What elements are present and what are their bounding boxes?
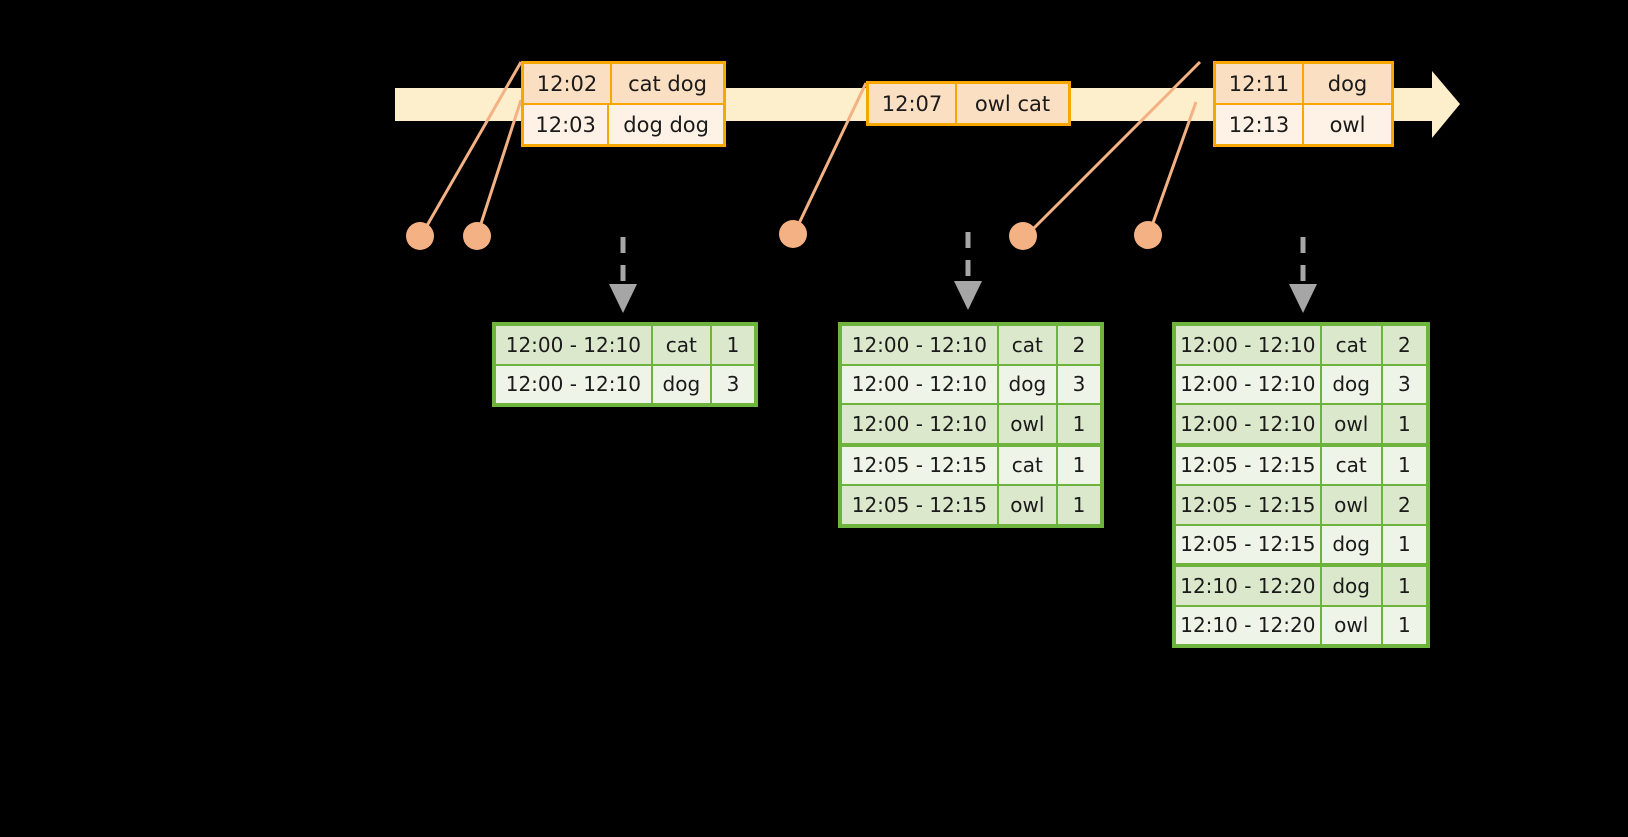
connector-12-13 bbox=[1146, 101, 1198, 238]
cell-key: cat bbox=[652, 326, 712, 364]
event-dots bbox=[406, 220, 1162, 250]
cell-count: 1 bbox=[1382, 525, 1426, 563]
table-row[interactable]: 12:00 - 12:10 owl 1 bbox=[1176, 405, 1426, 447]
emit-arrow-heads bbox=[609, 281, 1317, 313]
cell-window: 12:05 - 12:15 bbox=[842, 446, 999, 484]
event-time: 12:07 bbox=[869, 84, 957, 123]
cell-key: dog bbox=[1321, 365, 1383, 403]
marker-dot-12-11 bbox=[1009, 222, 1037, 250]
cell-count: 3 bbox=[1382, 365, 1426, 403]
emit-arrow-head-3 bbox=[1289, 284, 1317, 313]
table-row[interactable]: 12:00 - 12:10 dog 3 bbox=[842, 365, 1100, 405]
event-value: owl cat bbox=[957, 84, 1068, 123]
emit-arrow-head-2 bbox=[954, 281, 982, 310]
table-row[interactable]: 12:00 - 12:10 cat 2 bbox=[1176, 326, 1426, 366]
event-time: 12:13 bbox=[1216, 105, 1304, 144]
cell-key: cat bbox=[1321, 446, 1383, 484]
aggregation-table-1[interactable]: 12:00 - 12:10 cat 1 12:00 - 12:10 dog 3 bbox=[492, 322, 758, 407]
connector-12-07 bbox=[791, 82, 868, 237]
cell-window: 12:00 - 12:10 bbox=[1176, 405, 1322, 443]
emit-arrows bbox=[620, 232, 1306, 285]
marker-dot-12-07 bbox=[779, 220, 807, 248]
marker-dot-12-02 bbox=[406, 222, 434, 250]
table-row[interactable]: 12:10 - 12:20 owl 1 bbox=[1176, 606, 1426, 644]
event-value: dog dog bbox=[609, 105, 723, 144]
cell-key: owl bbox=[1321, 405, 1383, 443]
events-group-1[interactable]: 12:02 cat dog 12:03 dog dog bbox=[521, 61, 726, 147]
table-row[interactable]: 12:05 - 12:15 owl 2 bbox=[1176, 486, 1426, 526]
table-row[interactable]: 12:00 - 12:10 owl 1 bbox=[842, 405, 1100, 447]
cell-window: 12:05 - 12:15 bbox=[842, 486, 999, 524]
cell-window: 12:00 - 12:10 bbox=[1176, 365, 1322, 403]
events-group-2[interactable]: 12:07 owl cat bbox=[866, 81, 1071, 126]
table-row[interactable]: 12:00 - 12:10 dog 3 bbox=[496, 365, 754, 403]
cell-window: 12:10 - 12:20 bbox=[1176, 567, 1322, 605]
cell-count: 2 bbox=[1057, 326, 1100, 364]
cell-key: owl bbox=[998, 486, 1058, 524]
cell-key: dog bbox=[1321, 567, 1383, 605]
cell-count: 3 bbox=[711, 365, 754, 403]
table-row[interactable]: 12:10 - 12:20 dog 1 bbox=[1176, 567, 1426, 607]
event-row[interactable]: 12:11 dog bbox=[1216, 64, 1391, 103]
emit-arrow-head-1 bbox=[609, 284, 637, 313]
cell-window: 12:05 - 12:15 bbox=[1176, 486, 1322, 524]
cell-count: 1 bbox=[1057, 486, 1100, 524]
event-time: 12:02 bbox=[524, 64, 612, 103]
connector-12-03 bbox=[475, 99, 523, 237]
table-row[interactable]: 12:05 - 12:15 cat 1 bbox=[842, 446, 1100, 486]
cell-window: 12:00 - 12:10 bbox=[842, 405, 999, 443]
event-value: owl bbox=[1304, 105, 1391, 144]
cell-count: 2 bbox=[1382, 326, 1426, 364]
cell-key: cat bbox=[998, 446, 1058, 484]
cell-key: owl bbox=[1321, 606, 1383, 644]
cell-key: owl bbox=[998, 405, 1058, 443]
cell-count: 1 bbox=[1382, 446, 1426, 484]
connector-12-02 bbox=[419, 61, 523, 237]
cell-window: 12:00 - 12:10 bbox=[842, 326, 999, 364]
cell-window: 12:00 - 12:10 bbox=[496, 326, 653, 364]
cell-window: 12:00 - 12:10 bbox=[842, 365, 999, 403]
cell-count: 1 bbox=[1057, 446, 1100, 484]
cell-count: 2 bbox=[1382, 486, 1426, 524]
event-time: 12:03 bbox=[524, 105, 610, 144]
event-row[interactable]: 12:13 owl bbox=[1216, 103, 1391, 144]
event-row[interactable]: 12:02 cat dog bbox=[524, 64, 723, 103]
cell-window: 12:00 - 12:10 bbox=[1176, 326, 1322, 364]
cell-key: dog bbox=[998, 365, 1058, 403]
cell-key: owl bbox=[1321, 486, 1383, 524]
cell-count: 1 bbox=[1382, 567, 1426, 605]
cell-count: 1 bbox=[1382, 405, 1426, 443]
cell-count: 1 bbox=[711, 326, 754, 364]
table-row[interactable]: 12:05 - 12:15 dog 1 bbox=[1176, 525, 1426, 567]
aggregation-table-3[interactable]: 12:00 - 12:10 cat 2 12:00 - 12:10 dog 3 … bbox=[1172, 322, 1430, 648]
table-row[interactable]: 12:05 - 12:15 cat 1 bbox=[1176, 446, 1426, 486]
table-row[interactable]: 12:00 - 12:10 dog 3 bbox=[1176, 365, 1426, 405]
marker-dot-12-13 bbox=[1134, 221, 1162, 249]
events-group-3[interactable]: 12:11 dog 12:13 owl bbox=[1213, 61, 1394, 147]
cell-window: 12:00 - 12:10 bbox=[496, 365, 653, 403]
event-row[interactable]: 12:03 dog dog bbox=[524, 103, 723, 144]
aggregation-table-2[interactable]: 12:00 - 12:10 cat 2 12:00 - 12:10 dog 3 … bbox=[838, 322, 1104, 528]
cell-key: cat bbox=[998, 326, 1058, 364]
cell-count: 1 bbox=[1057, 405, 1100, 443]
table-row[interactable]: 12:00 - 12:10 cat 2 bbox=[842, 326, 1100, 366]
cell-count: 3 bbox=[1057, 365, 1100, 403]
cell-key: dog bbox=[652, 365, 712, 403]
cell-window: 12:05 - 12:15 bbox=[1176, 525, 1322, 563]
cell-window: 12:05 - 12:15 bbox=[1176, 446, 1322, 484]
table-row[interactable]: 12:00 - 12:10 cat 1 bbox=[496, 326, 754, 366]
event-row[interactable]: 12:07 owl cat bbox=[869, 84, 1068, 123]
table-row[interactable]: 12:05 - 12:15 owl 1 bbox=[842, 486, 1100, 524]
event-value: dog bbox=[1304, 64, 1391, 103]
cell-count: 1 bbox=[1382, 606, 1426, 644]
event-value: cat dog bbox=[612, 64, 723, 103]
marker-dot-12-03 bbox=[463, 222, 491, 250]
cell-window: 12:10 - 12:20 bbox=[1176, 606, 1322, 644]
cell-key: dog bbox=[1321, 525, 1383, 563]
cell-key: cat bbox=[1321, 326, 1383, 364]
event-time: 12:11 bbox=[1216, 64, 1304, 103]
